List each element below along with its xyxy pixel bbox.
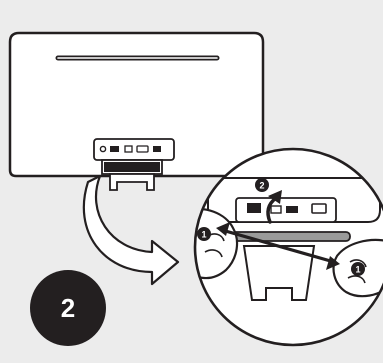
zoom-detail-circle	[184, 149, 383, 345]
audio-port-icon	[153, 146, 161, 152]
stand-bracket	[102, 160, 162, 190]
curved-arrow-icon	[84, 176, 178, 284]
hdmi-port-icon	[110, 146, 119, 152]
callout-release-right: 1	[351, 262, 365, 276]
step-number-badge: 2	[30, 270, 106, 346]
callout-release-left-label: 1	[201, 230, 206, 240]
callout-lift-label: 2	[259, 181, 264, 191]
callout-lift: 2	[255, 178, 269, 192]
callout-release-left: 1	[197, 227, 211, 241]
callout-release-right-label: 1	[355, 265, 360, 275]
step-number: 2	[61, 293, 75, 324]
port-panel	[94, 139, 174, 160]
